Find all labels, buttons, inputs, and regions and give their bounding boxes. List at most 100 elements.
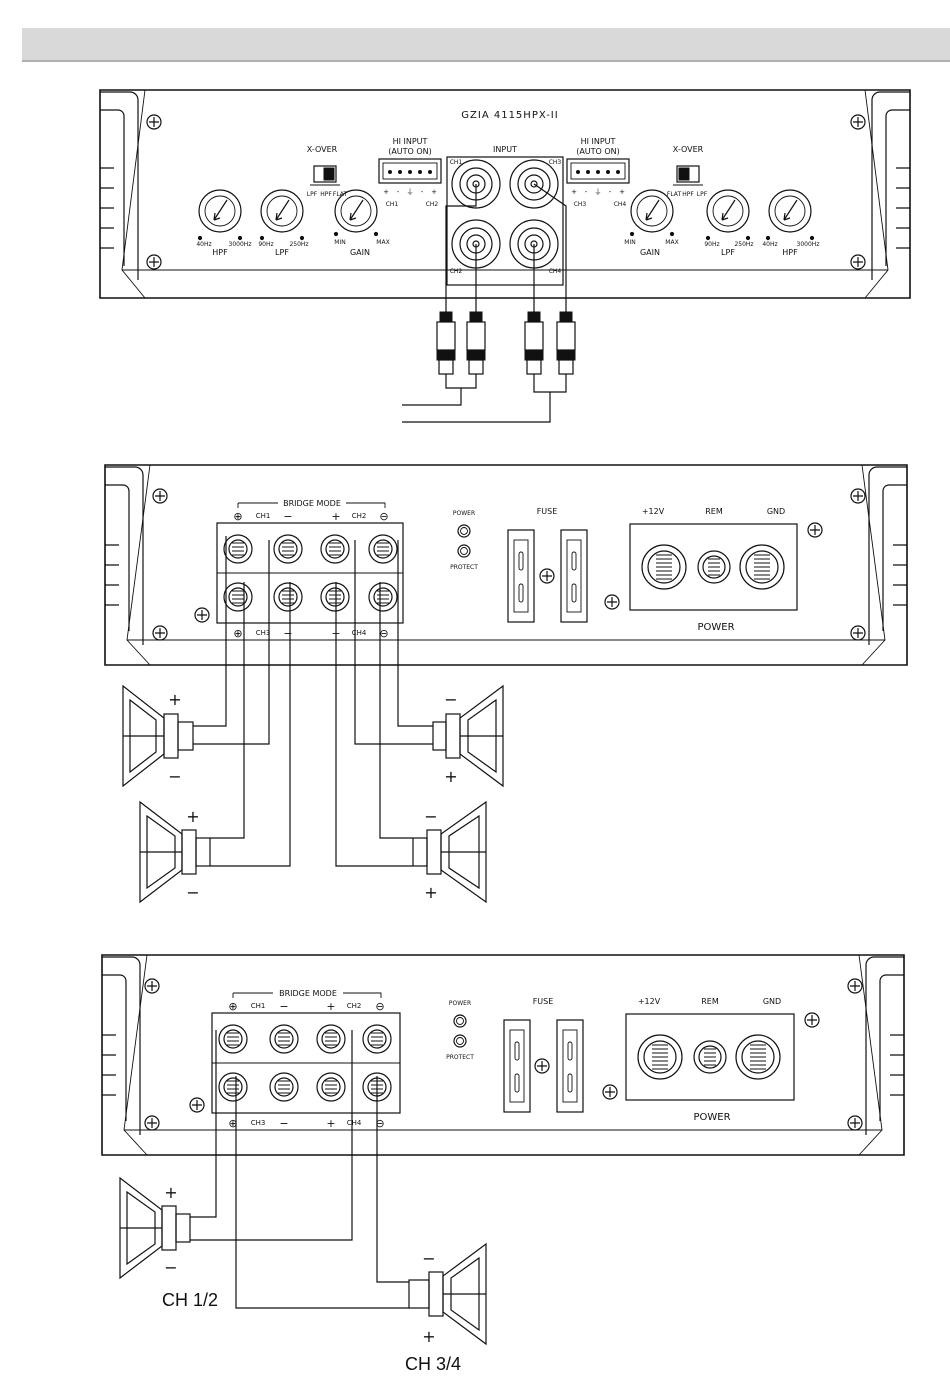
- knob-lpf-right[interactable]: 90Hz 250Hz LPF: [704, 189, 754, 257]
- spk-fl-plus: +: [168, 690, 181, 709]
- speaker-bridged-ch12: + −: [119, 1176, 191, 1280]
- knob-gain-left-max: MAX: [376, 239, 389, 246]
- knob-lpf-right-name: LPF: [721, 248, 735, 257]
- bridge-mode-label-2: BRIDGE MODE: [279, 989, 337, 998]
- knob-hpf-right-max: 3000Hz: [797, 241, 820, 248]
- hi-input-right-subtitle: (AUTO ON): [576, 147, 620, 156]
- power-terminal-block[interactable]: +12V REM GND POWER: [629, 507, 798, 633]
- knob-gain-left[interactable]: MIN MAX GAIN: [333, 189, 390, 257]
- power-terminal-block-2[interactable]: +12V REM GND POWER: [625, 997, 795, 1123]
- hi-input-right-title: HI INPUT: [581, 137, 616, 146]
- term-top-minus-1: −: [283, 510, 292, 523]
- rca-cables: [402, 183, 576, 423]
- xover-right-opt-1: FLAT: [667, 191, 682, 198]
- right-heatsink-fins: [871, 91, 910, 280]
- term-bottom-minus-2: ⊖: [379, 627, 388, 640]
- spk-rr-plus: +: [424, 883, 437, 902]
- speaker-front-left: + −: [122, 684, 194, 788]
- xover-left-opt-3: FLAT: [333, 191, 348, 198]
- amp3-right-fins: [865, 956, 904, 1135]
- speaker-bridged-ch34: − +: [408, 1242, 487, 1346]
- terminal-gnd-label-2: GND: [763, 997, 781, 1006]
- term-top-plus-1: ⊕: [233, 510, 242, 523]
- hi-left-pin-4: -: [421, 188, 424, 196]
- knob-hpf-right-min: 40Hz: [762, 241, 777, 248]
- hi-input-left[interactable]: HI INPUT (AUTO ON) + - ⏚ - + CH1 CH2: [378, 137, 442, 208]
- speaker-wires-bridged: [190, 1030, 409, 1309]
- speaker-front-right: − +: [432, 684, 504, 788]
- knob-hpf-left-name: HPF: [212, 248, 228, 257]
- led-protect-label-2: PROTECT: [446, 1054, 474, 1061]
- term-bottom-ch4: CH4: [352, 629, 367, 637]
- speaker-terminal-block[interactable]: BRIDGE MODE ⊕ CH1 − + CH2 ⊖: [216, 499, 404, 640]
- knob-hpf-left[interactable]: 40Hz 3000Hz HPF: [196, 189, 252, 257]
- xover-right-opt-2: HPF: [682, 191, 694, 198]
- knob-lpf-left-name: LPF: [275, 248, 289, 257]
- rca-plug-2: [466, 311, 486, 375]
- knob-lpf-left-max: 250Hz: [289, 241, 308, 248]
- rca-label-ch2: CH2: [450, 268, 463, 275]
- term-top-ch2: CH2: [352, 512, 367, 520]
- fuse-label: FUSE: [537, 507, 558, 516]
- amp-power-panel-4ch: BRIDGE MODE ⊕ CH1 − + CH2 ⊖: [104, 464, 908, 904]
- spk-ch34-plus: +: [422, 1327, 435, 1346]
- speaker-terminal-block-bridged[interactable]: BRIDGE MODE ⊕ CH1 − + CH2 ⊖: [211, 989, 401, 1130]
- term-top-ch1: CH1: [256, 512, 271, 520]
- panel-screws: [146, 114, 866, 270]
- left-heatsink-fins: [100, 91, 139, 280]
- knob-gain-right-name: GAIN: [640, 248, 660, 257]
- hi-right-ch-b: CH4: [614, 201, 627, 208]
- spk-fr-plus: +: [444, 767, 457, 786]
- hi-left-pin-2: -: [397, 188, 400, 196]
- terminal-rem-label: REM: [705, 507, 723, 516]
- bridge-mode-label: BRIDGE MODE: [283, 499, 341, 508]
- power-title: POWER: [697, 622, 734, 633]
- terminal-gnd-label: GND: [767, 507, 785, 516]
- amp3-left-fins: [102, 956, 141, 1135]
- knob-gain-right[interactable]: MIN MAX GAIN: [624, 189, 679, 257]
- terminal-12v-label: +12V: [642, 507, 665, 516]
- xover-switch-right[interactable]: X-OVER FLAT HPF LPF: [667, 145, 708, 198]
- spk-fl-minus: −: [168, 767, 181, 786]
- hi-input-right[interactable]: HI INPUT (AUTO ON) + - ⏚ - + CH3 CH4: [566, 137, 630, 208]
- xover-left-title: X-OVER: [307, 145, 338, 154]
- b-term-top-plus-1: ⊕: [228, 1000, 237, 1013]
- fuse-holders-2[interactable]: FUSE: [503, 997, 584, 1113]
- b-term-top-ch2: CH2: [347, 1002, 362, 1010]
- amp2-screws: [152, 488, 866, 641]
- spk-fr-minus: −: [444, 690, 457, 709]
- knob-gain-right-max: MAX: [665, 239, 678, 246]
- spk-ch12-minus: −: [164, 1258, 177, 1277]
- amp2-left-fins: [105, 466, 144, 645]
- knob-lpf-right-min: 90Hz: [704, 241, 719, 248]
- hi-right-pin-2: -: [585, 188, 588, 196]
- xover-left-opt-2: HPF: [320, 191, 332, 198]
- model-label: GZIA 4115HPX-II: [461, 110, 558, 121]
- terminal-12v-label-2: +12V: [638, 997, 661, 1006]
- knob-hpf-right[interactable]: 40Hz 3000Hz HPF: [762, 189, 820, 257]
- rca-plug-1: [436, 311, 456, 375]
- hi-left-pin-3: ⏚: [407, 188, 414, 196]
- xover-right-title: X-OVER: [673, 145, 704, 154]
- knob-hpf-left-max: 3000Hz: [229, 241, 252, 248]
- spk-rl-plus: +: [186, 807, 199, 826]
- hi-right-pin-5: +: [619, 188, 625, 196]
- led-power-label: POWER: [453, 510, 475, 517]
- caption-ch12: CH 1/2: [162, 1290, 218, 1310]
- term-top-plus-2: +: [331, 510, 340, 523]
- xover-switch-left[interactable]: X-OVER LPF HPF FLAT: [307, 145, 348, 198]
- hi-right-pin-4: -: [609, 188, 612, 196]
- hi-right-pin-3: ⏚: [595, 188, 602, 196]
- fuse-holders[interactable]: FUSE: [507, 507, 588, 623]
- status-leds: POWER PROTECT: [450, 510, 478, 571]
- status-leds-2: POWER PROTECT: [446, 1000, 474, 1061]
- terminal-rem-label-2: REM: [701, 997, 719, 1006]
- amp-input-panel: GZIA 4115HPX-II X-OVER LPF HPF FLAT HI I…: [99, 89, 911, 423]
- b-term-top-plus-2: +: [326, 1000, 335, 1013]
- hi-left-pin-1: +: [383, 188, 389, 196]
- b-term-bottom-ch3: CH3: [251, 1119, 266, 1127]
- term-bottom-ch3: CH3: [256, 629, 271, 637]
- knob-lpf-left[interactable]: 90Hz 250Hz LPF: [258, 189, 309, 257]
- rca-plug-4: [556, 311, 576, 375]
